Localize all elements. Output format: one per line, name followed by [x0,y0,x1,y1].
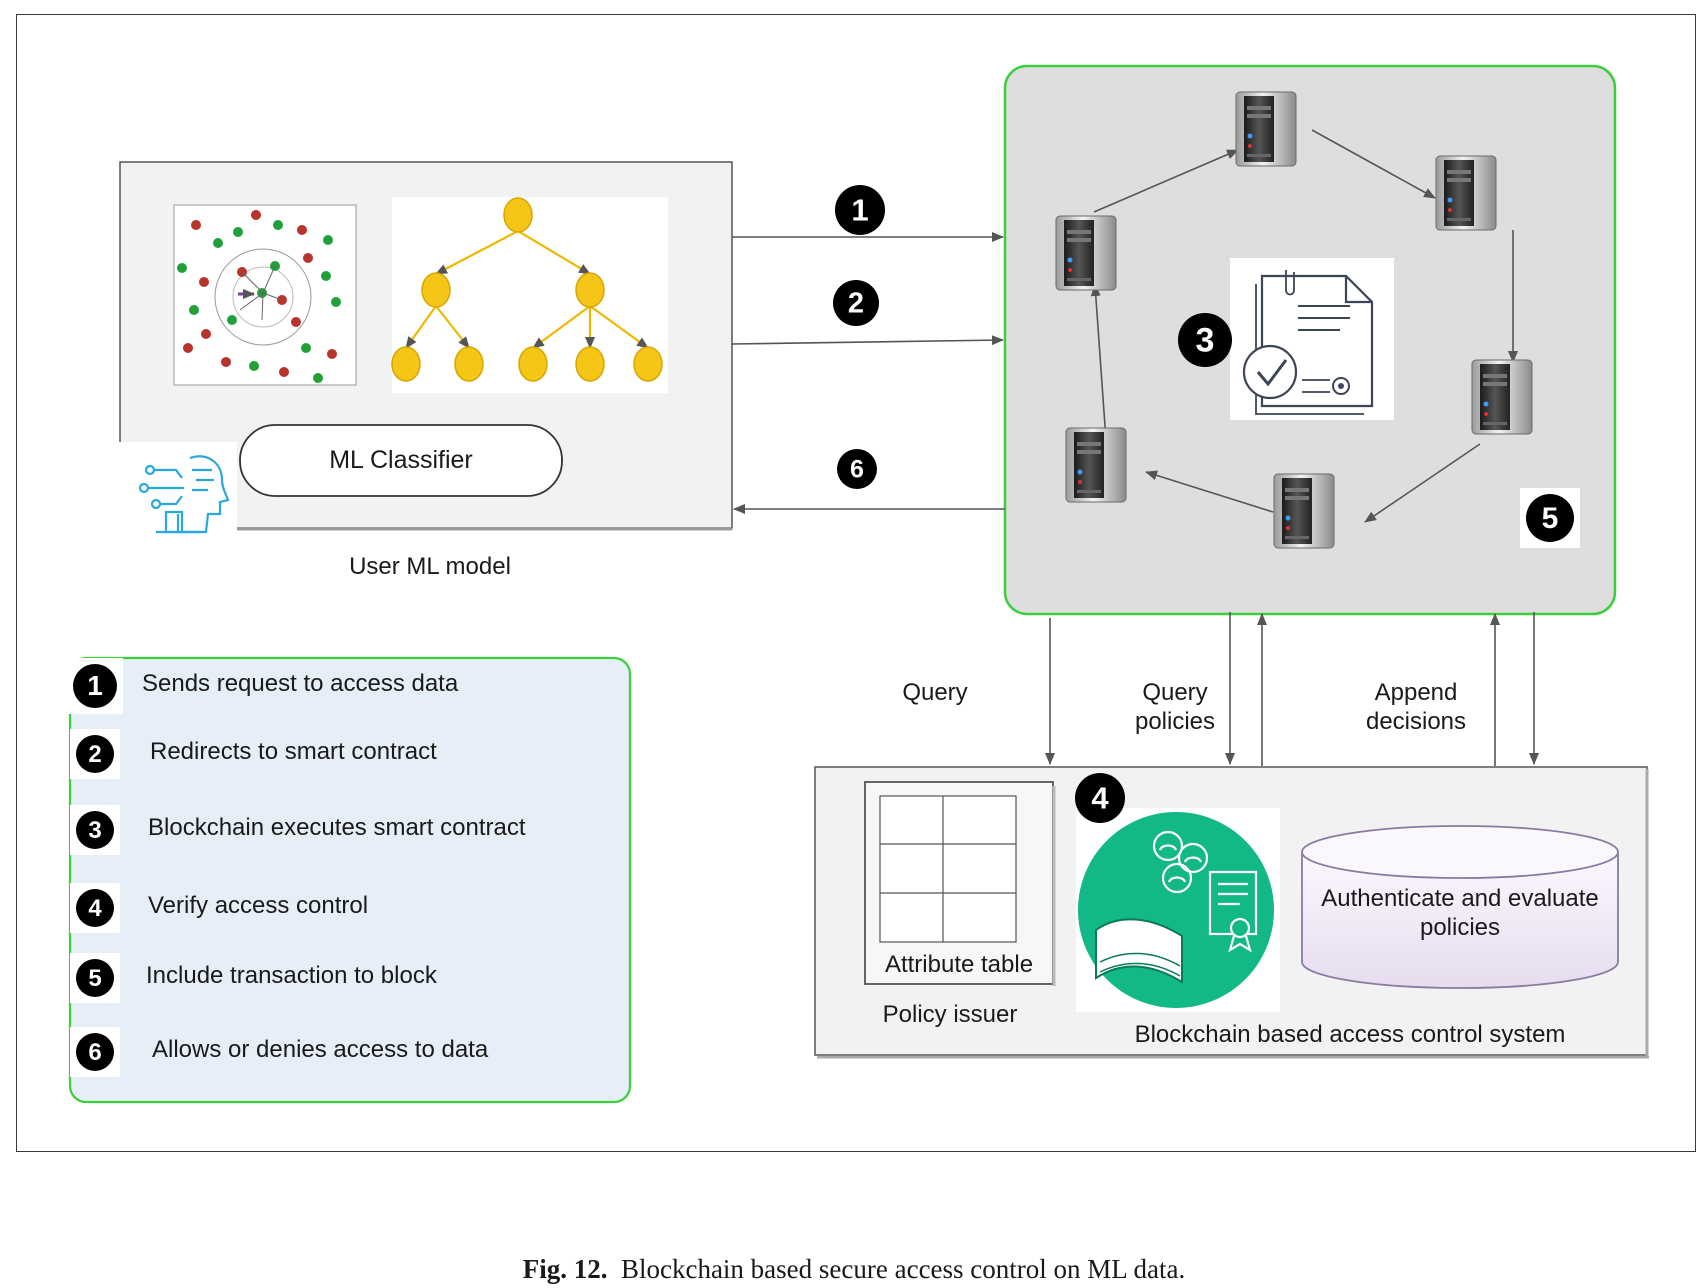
query-policies-label: Query policies [1134,679,1216,735]
ml-model-caption: User ML model [349,553,511,580]
scatter-point [191,220,201,230]
step-4-badge: 4 [1075,773,1125,823]
blockchain-node-1 [1235,91,1297,167]
ml-classifier-pill [239,424,563,497]
figure-caption: Fig. 12. Blockchain based secure access … [0,1254,1708,1285]
tree-node [575,346,605,382]
step-3-badge: 3 [1178,313,1232,367]
access-system-label: Blockchain based access control system [1134,1021,1566,1048]
legend-badge-2: 2 [70,729,120,779]
decision-tree [391,197,668,393]
scatter-point [313,373,323,383]
blockchain-node-4 [1273,473,1335,549]
svg-text:4: 4 [88,895,102,922]
figure-frame [16,14,1696,1152]
svg-text:6: 6 [88,1039,101,1066]
smart-contract-icon [1230,258,1394,420]
scatter-point [327,349,337,359]
attribute-table-label: Attribute table [884,951,1034,978]
tree-node [421,272,451,308]
caption-text: Blockchain based secure access control o… [620,1254,1186,1284]
step-2-badge: 2 [833,280,879,326]
tree-node [391,346,421,382]
blockchain-node-6 [1055,215,1117,291]
policy-database-icon [1301,825,1619,989]
scatter-point [189,305,199,315]
tree-node [454,346,484,382]
legend-item-text: Redirects to smart contract [150,738,437,765]
scatter-point [301,343,311,353]
scatter-point [183,343,193,353]
legend-item-text: Verify access control [148,892,369,919]
scatter-point [321,271,331,281]
append-decisions-label: Append decisions [1365,679,1467,735]
scatter-point [291,317,301,327]
tree-node [503,197,533,233]
scatter-point [273,220,283,230]
scatter-point [233,227,243,237]
legend-item-text: Blockchain executes smart contract [148,814,526,841]
svg-text:3: 3 [1196,321,1215,359]
ml-classifier-label: ML Classifier [329,446,473,474]
scatter-point [213,238,223,248]
query-label: Query [902,679,968,706]
svg-text:5: 5 [1542,502,1559,535]
scatter-point [227,315,237,325]
svg-text:6: 6 [850,455,864,483]
scatter-point [201,329,211,339]
svg-text:3: 3 [88,817,101,844]
svg-text:5: 5 [88,965,101,992]
legend-badge-5: 5 [70,953,120,1003]
svg-text:1: 1 [87,670,103,701]
blockchain-node-3 [1471,359,1533,435]
legend-badge-4: 4 [70,883,120,933]
legend-item-text: Include transaction to block [146,962,437,989]
blockchain-ring-links [1090,129,1518,523]
legend-badge-1: 1 [67,658,123,714]
knn-scatter-plot [173,204,357,386]
scatter-point [303,253,313,263]
database-label: Authenticate and evaluate policies [1321,885,1599,941]
step-5-badge: 5 [1520,488,1580,548]
scatter-point [177,263,187,273]
policy-issuer-label: Policy issuer [882,1001,1018,1028]
scatter-point [221,357,231,367]
scatter-point [297,225,307,235]
svg-text:4: 4 [1091,781,1109,816]
scatter-point [199,277,209,287]
scatter-point [251,210,261,220]
step-1-badge: 1 [835,185,885,235]
svg-text:2: 2 [848,288,864,320]
attribute-table [864,781,1056,986]
blockchain-node-2 [1435,155,1497,231]
scatter-point [249,361,259,371]
svg-text:1: 1 [851,193,868,228]
redirect-arrow [731,335,1004,346]
tree-node [518,346,548,382]
tree-node [633,346,663,382]
legend-badge-3: 3 [70,805,120,855]
policy-management-icon [1076,808,1280,1012]
legend-item-text: Allows or denies access to data [152,1036,489,1063]
legend-badge-6: 6 [70,1027,120,1077]
svg-text:2: 2 [88,741,101,768]
tree-node [575,272,605,308]
step-6-badge: 6 [837,449,877,489]
caption-prefix: Fig. 12. [522,1254,608,1284]
ai-head-icon [119,442,237,538]
scatter-point [279,367,289,377]
scatter-point [323,235,333,245]
legend-item-text: Sends request to access data [142,670,459,697]
scatter-point [331,297,341,307]
legend-box [68,656,632,1104]
blockchain-node-5 [1065,427,1127,503]
